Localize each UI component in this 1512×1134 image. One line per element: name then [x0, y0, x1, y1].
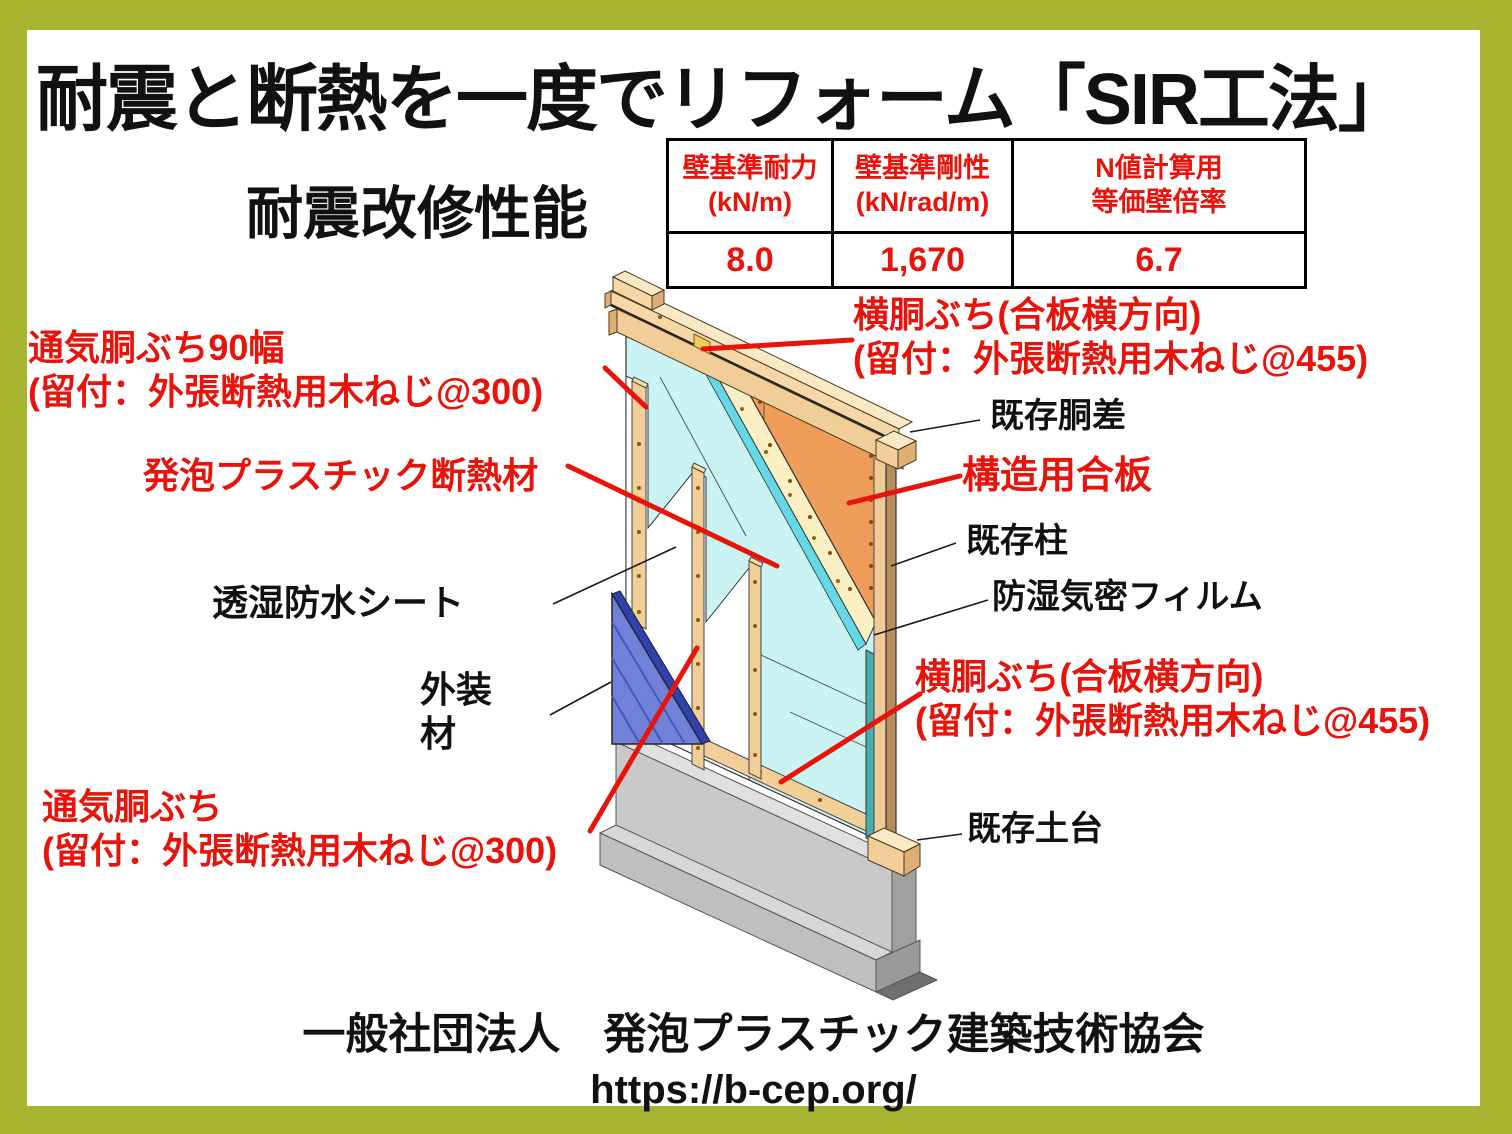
footer: 一般社団法人 発泡プラスチック建築技術協会 https://b-cep.org/ [27, 1000, 1480, 1113]
insulation-end-face [865, 649, 875, 843]
leader-vent-furring-90 [602, 365, 649, 410]
col-wall-strength-header: 壁基準耐力 (kN/m) [666, 138, 834, 234]
callout-existing-pillar: 既存柱 [966, 522, 1068, 560]
leader-vent-furring-bottom [587, 645, 700, 834]
foam-edge-screws [740, 407, 840, 583]
leader-waterproof-sheet [552, 546, 677, 605]
callout-vent-furring-90: 通気胴ぶち90幅 (留付：外張断熱用木ねじ@300) [28, 327, 544, 412]
callout-waterproof-sheet: 透湿防水シート [212, 582, 465, 623]
leader-existing-pillar [890, 542, 957, 567]
vertical-furring-strips [631, 376, 764, 780]
callout-horizontal-furring-top: 横胴ぶち(合板横方向) (留付：外張断熱用木ねじ@455) [853, 294, 1369, 379]
leader-horizontal-furring-top [700, 337, 855, 352]
foundation-concrete [598, 733, 939, 1001]
leader-exterior-material [549, 681, 612, 716]
performance-table-value-row: 8.0 1,670 6.7 [666, 231, 1307, 289]
exterior-cladding-panel [611, 590, 711, 745]
callout-exterior-material: 外装 材 [420, 669, 493, 754]
col-wall-ratio-header: N値計算用 等価壁倍率 [1011, 138, 1307, 234]
slide-title: 耐震と断熱を一度でリフォーム「SIR工法」 [36, 60, 1410, 140]
callout-horizontal-furring-bottom: 横胴ぶち(合板横方向) (留付：外張断熱用木ねじ@455) [915, 656, 1431, 741]
leader-existing-sill [916, 833, 963, 841]
footer-url: https://b-cep.org/ [590, 1068, 917, 1112]
callout-existing-girder: 既存胴差 [990, 397, 1126, 435]
existing-pillar-member [885, 436, 897, 850]
existing-sill-member [866, 827, 922, 877]
leader-existing-girder [909, 419, 981, 433]
black-leader-lines [549, 419, 989, 841]
wall-strength-value: 8.0 [666, 231, 834, 289]
leader-horizontal-furring-bottom [778, 691, 923, 785]
performance-heading: 耐震改修性能 [246, 182, 588, 246]
callout-vapor-barrier-film: 防湿気密フィルム [992, 578, 1263, 616]
callout-foam-insulation: 発泡プラスチック断熱材 [143, 455, 539, 496]
existing-girder-end [874, 430, 918, 470]
top-beams [604, 270, 914, 470]
footer-organization: 一般社団法人 発泡プラスチック建築技術協会 [302, 1011, 1205, 1059]
leader-vapor-film [873, 599, 989, 636]
callout-structural-plywood: 構造用合板 [962, 455, 1153, 497]
callout-existing-sill: 既存土台 [967, 810, 1103, 848]
performance-table-header-row: 壁基準耐力 (kN/m) 壁基準剛性 (kN/rad/m) N値計算用 等価壁倍… [666, 138, 1307, 234]
wall-stiffness-value: 1,670 [831, 231, 1014, 289]
callout-vent-furring-bottom: 通気胴ぶち (留付：外張断熱用木ねじ@300) [42, 786, 558, 871]
leader-structural-plywood [846, 473, 963, 506]
performance-table: 壁基準耐力 (kN/m) 壁基準剛性 (kN/rad/m) N値計算用 等価壁倍… [666, 138, 1307, 289]
leader-foam-insulation [565, 463, 780, 569]
red-leader-lines [565, 337, 963, 834]
wall-ratio-value: 6.7 [1011, 231, 1307, 289]
col-wall-stiffness-header: 壁基準剛性 (kN/rad/m) [831, 138, 1014, 234]
